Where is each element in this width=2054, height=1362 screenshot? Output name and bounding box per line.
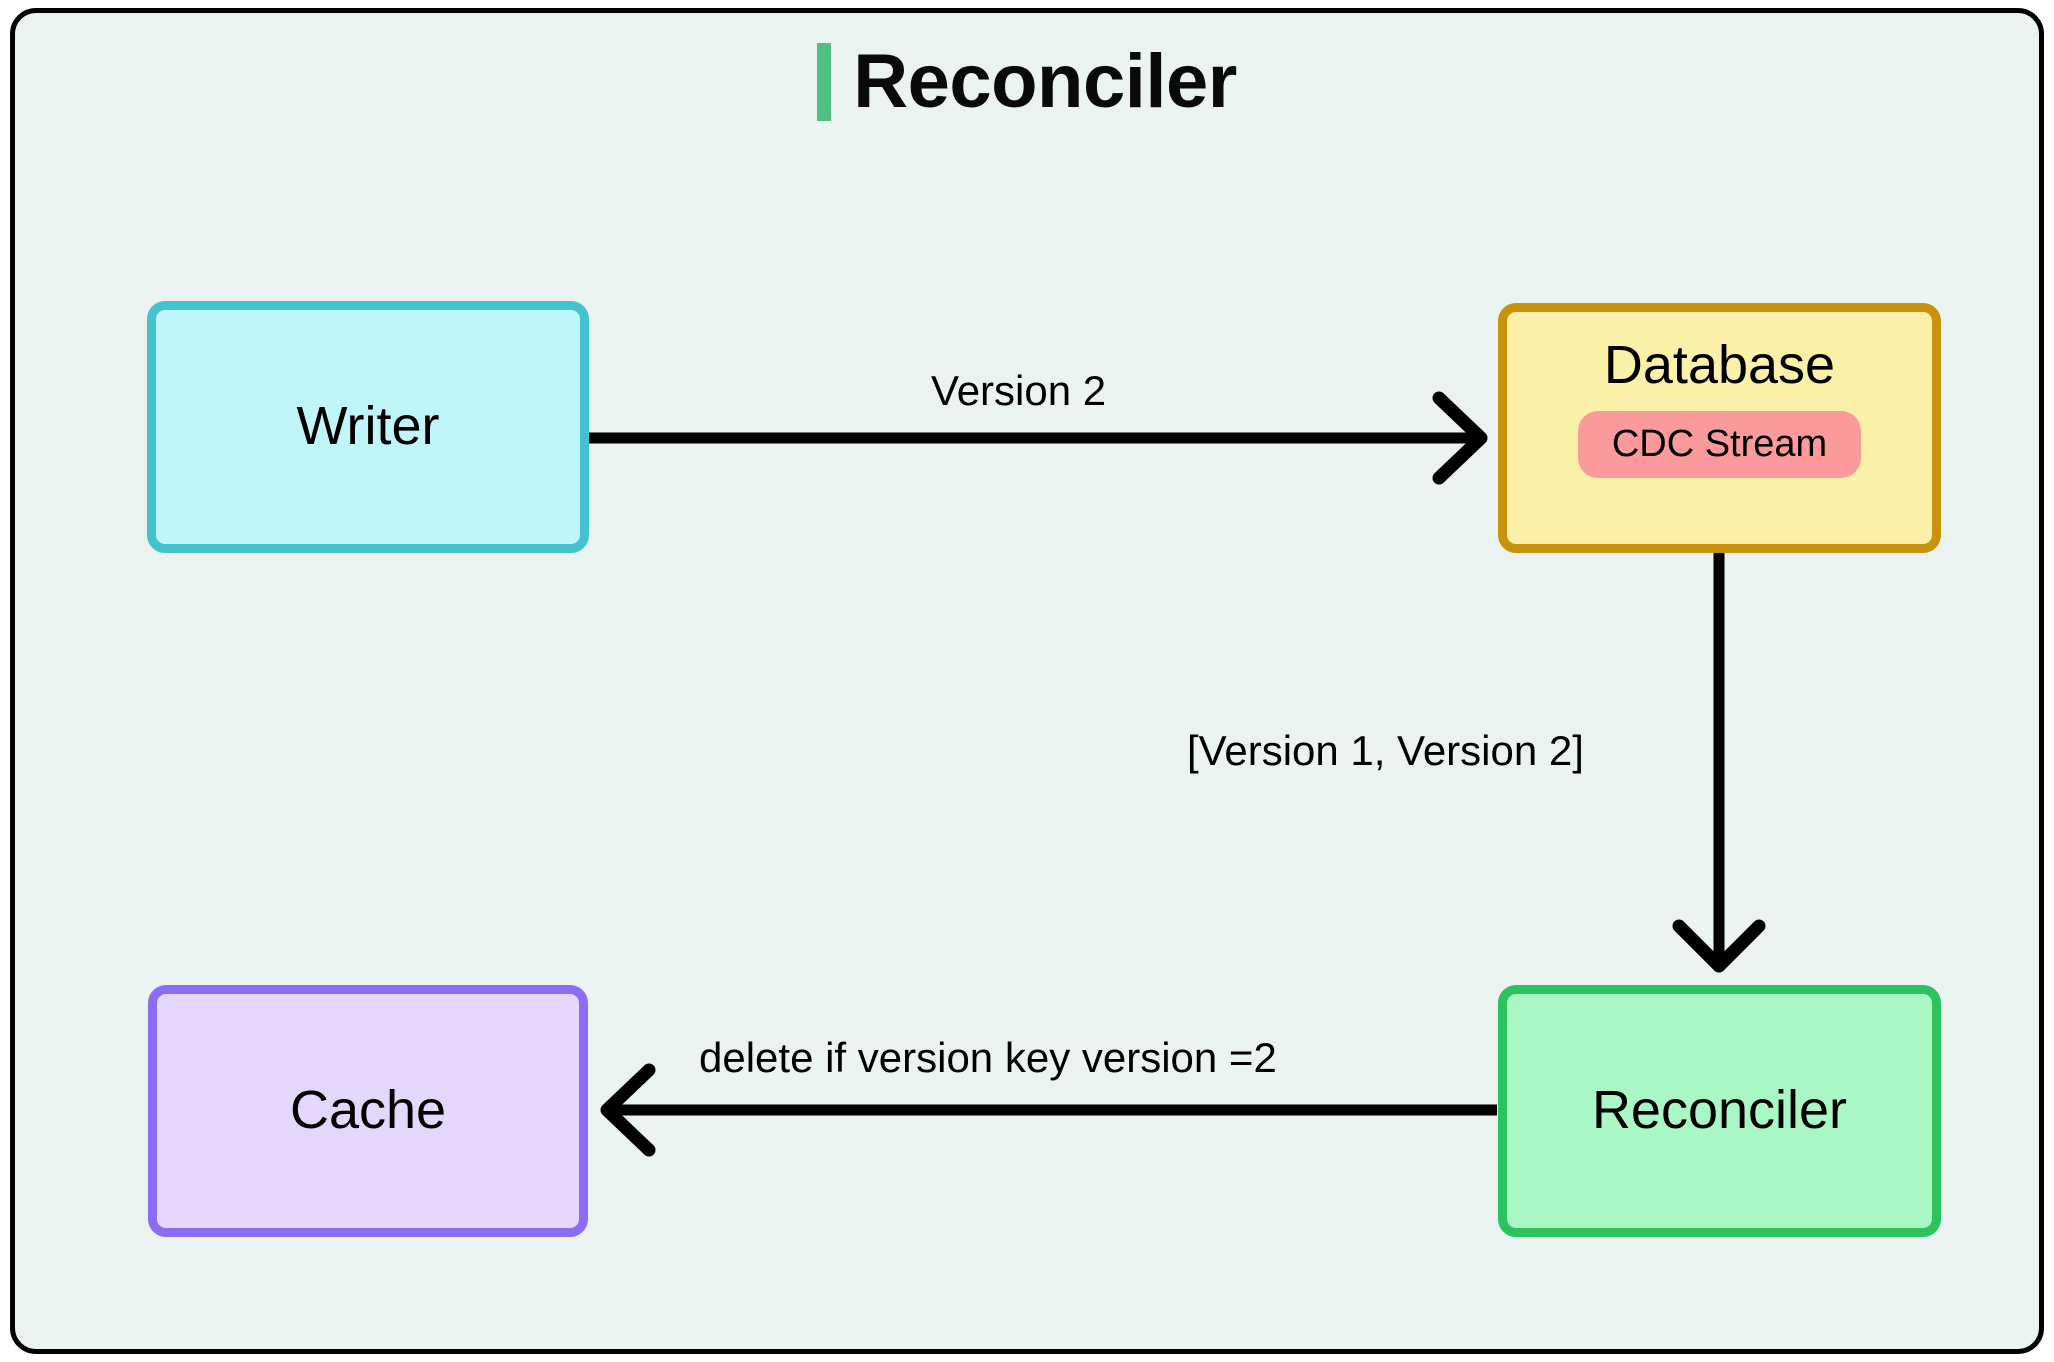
page-title: Reconciler	[853, 39, 1237, 124]
diagram-frame: Reconciler Writer Da	[10, 8, 2044, 1354]
node-reconciler-label: Reconciler	[1591, 1080, 1848, 1141]
edge-label-reconciler-to-cache: delete if version key version =2	[699, 1034, 1277, 1081]
edge-reconciler-to-cache	[600, 1063, 1497, 1157]
cdc-stream-badge[interactable]: CDC Stream	[1577, 411, 1862, 479]
diagram-title-row: Reconciler	[15, 43, 2039, 121]
edge-label-writer-to-database: Version 2	[931, 367, 1107, 414]
node-writer[interactable]: Writer	[147, 301, 589, 553]
node-reconciler[interactable]: Reconciler	[1498, 985, 1941, 1237]
node-cache-label: Cache	[289, 1080, 447, 1141]
node-cache[interactable]: Cache	[148, 985, 588, 1237]
node-database-label: Database	[1603, 335, 1836, 395]
node-writer-label: Writer	[296, 396, 440, 457]
edge-label-database-to-reconciler: [Version 1, Version 2]	[1187, 727, 1584, 774]
title-accent-bar	[817, 43, 832, 121]
node-database[interactable]: Database CDC Stream	[1498, 303, 1941, 553]
edge-database-to-reconciler	[1672, 553, 1766, 973]
